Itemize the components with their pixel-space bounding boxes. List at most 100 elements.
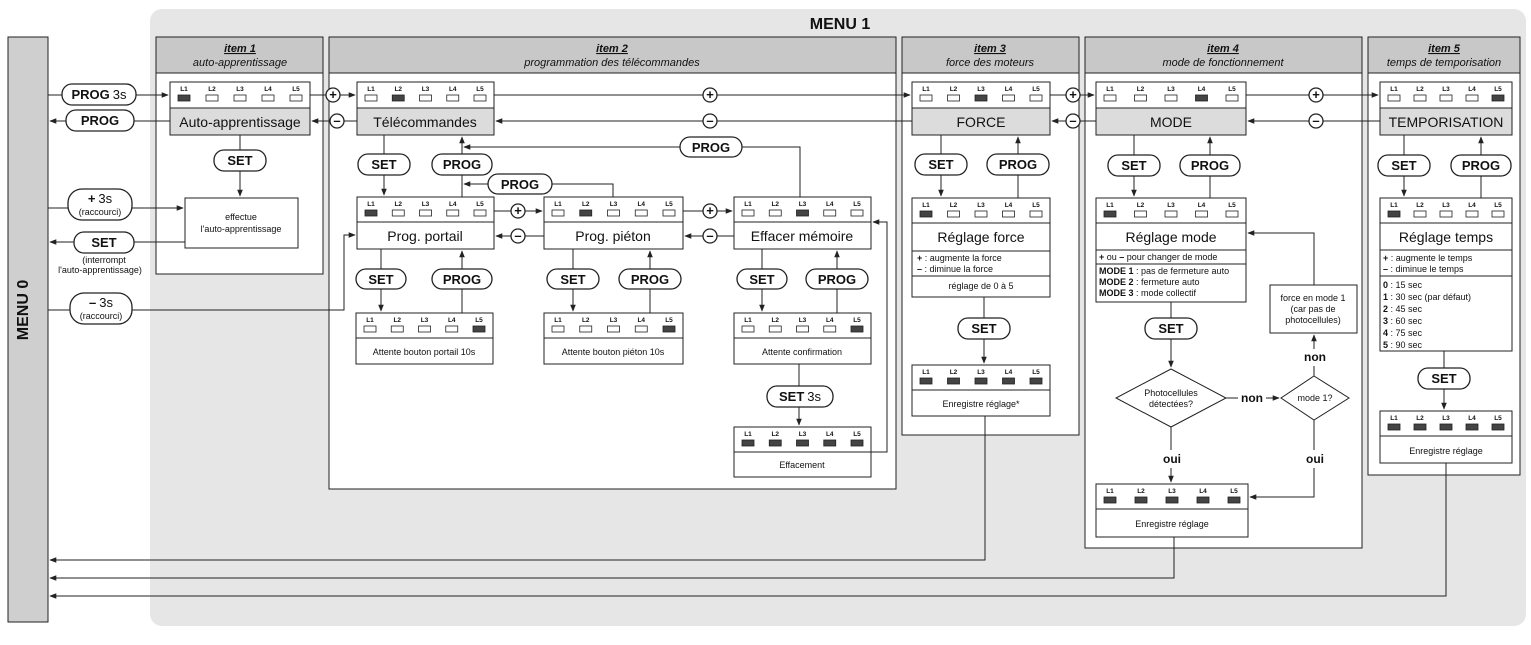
led-label: L1 (1390, 86, 1398, 93)
led-label: L5 (292, 86, 300, 93)
item4-number: item 4 (1207, 43, 1239, 55)
item5-value-3: 3 : 60 sec (1383, 316, 1423, 326)
led-label: L4 (1005, 202, 1013, 209)
nav-plus-3-4[interactable] (1065, 87, 1081, 103)
led-label: L1 (367, 201, 375, 208)
item5-set-label: SET (1391, 158, 1416, 173)
nav-minus-effacer-pieton-label: – (706, 228, 713, 243)
led-off-indicator (233, 94, 247, 102)
nav-plus-pieton-effacer[interactable] (702, 203, 718, 219)
led-label: L4 (826, 201, 834, 208)
led-off-indicator (390, 325, 404, 333)
led-on-indicator (1439, 423, 1453, 431)
led-on-indicator (823, 439, 837, 447)
nav-minus-effacer-pieton[interactable] (702, 228, 718, 244)
led-label: L2 (1137, 202, 1145, 209)
led-off-indicator (768, 209, 782, 217)
nav-plus-4-5[interactable] (1308, 87, 1324, 103)
led-label: L5 (1228, 86, 1236, 93)
led-off-indicator (289, 94, 303, 102)
nav-minus-2-1[interactable] (329, 113, 345, 129)
led-off-indicator (1439, 210, 1453, 218)
nav-plus-1-2-label: + (329, 87, 337, 102)
led-on-indicator (796, 439, 809, 447)
led-label: L2 (1416, 202, 1424, 209)
item4-adjust-box (1095, 222, 1247, 303)
menu0-plus3s-note: (raccourci) (79, 207, 122, 217)
led-label: L1 (922, 86, 930, 93)
item5-save-text: Enregistre réglage (1409, 446, 1483, 456)
item5-value-1: 1 : 30 sec (par défaut) (1383, 292, 1471, 302)
pieton-set-label: SET (560, 272, 585, 287)
nav-minus-5-4[interactable] (1308, 113, 1324, 129)
menu0-minus3s-button[interactable] (69, 292, 133, 325)
led-off-indicator (261, 94, 275, 102)
item3-adjust-leds-box (911, 197, 1051, 224)
pieton-prog-label: PROG (631, 272, 669, 287)
led-off-indicator (1413, 210, 1427, 218)
led-off-indicator (1164, 210, 1178, 218)
led-off-indicator (607, 325, 620, 333)
led-label: L3 (421, 317, 429, 324)
led-on-indicator (974, 94, 988, 102)
item3-plus-help: + : augmente la force (917, 253, 1002, 263)
nav-minus-3-2[interactable] (702, 113, 718, 129)
led-off-indicator (1195, 210, 1208, 218)
led-label: L4 (826, 317, 834, 324)
effacer-set3s-button[interactable] (766, 385, 834, 408)
led-on-indicator (1491, 423, 1505, 431)
item3-number: item 3 (974, 43, 1006, 55)
menu0-title: MENU 0 (15, 280, 32, 341)
nav-plus-1-2[interactable] (325, 87, 341, 103)
led-label: L5 (1032, 86, 1040, 93)
led-off-indicator (1439, 94, 1453, 102)
item4-save-text: Enregistre réglage (1135, 519, 1209, 529)
nav-plus-portail-pieton[interactable] (510, 203, 526, 219)
item5-header (1367, 36, 1521, 74)
nav-minus-2-1-label: – (333, 113, 340, 128)
led-on-indicator (947, 377, 960, 385)
led-on-indicator (1465, 423, 1479, 431)
led-label: L5 (1228, 202, 1236, 209)
item3-adjust-title: Réglage force (937, 229, 1024, 245)
item5-subtitle: temps de temporisation (1387, 57, 1501, 69)
item3-save-text: Enregistre réglage* (942, 399, 1020, 409)
led-label: L4 (1468, 86, 1476, 93)
portail-label: Prog. portail (387, 228, 462, 244)
item3-save-leds-box (911, 364, 1051, 391)
erase-box (733, 451, 872, 478)
item3-main-label: FORCE (957, 114, 1006, 130)
item5-save-leds-box (1379, 410, 1513, 437)
led-off-indicator (551, 209, 565, 217)
led-label: L5 (1032, 369, 1040, 376)
nav-plus-2-3[interactable] (702, 87, 718, 103)
led-label: L3 (799, 317, 807, 324)
photocells-question-1: Photocellules (1144, 388, 1198, 398)
led-label: L1 (1106, 202, 1114, 209)
led-off-indicator (823, 209, 837, 217)
led-on-indicator (1227, 496, 1241, 504)
led-label: L2 (1137, 488, 1145, 495)
led-on-indicator (662, 325, 676, 333)
led-label: L1 (554, 317, 562, 324)
led-label: L5 (476, 86, 484, 93)
nav-minus-pieton-portail[interactable] (510, 228, 526, 244)
led-off-indicator (741, 209, 755, 217)
nav-minus-4-3[interactable] (1065, 113, 1081, 129)
menu0-plus3s-button[interactable] (67, 188, 133, 221)
menu1-title: MENU 1 (810, 16, 871, 33)
pieton-wait-leds-box (543, 312, 684, 339)
item1-header (155, 36, 324, 74)
item4-help: + ou – pour changer de mode (1099, 252, 1217, 262)
led-label: L3 (1442, 415, 1450, 422)
led-off-indicator (1465, 210, 1479, 218)
